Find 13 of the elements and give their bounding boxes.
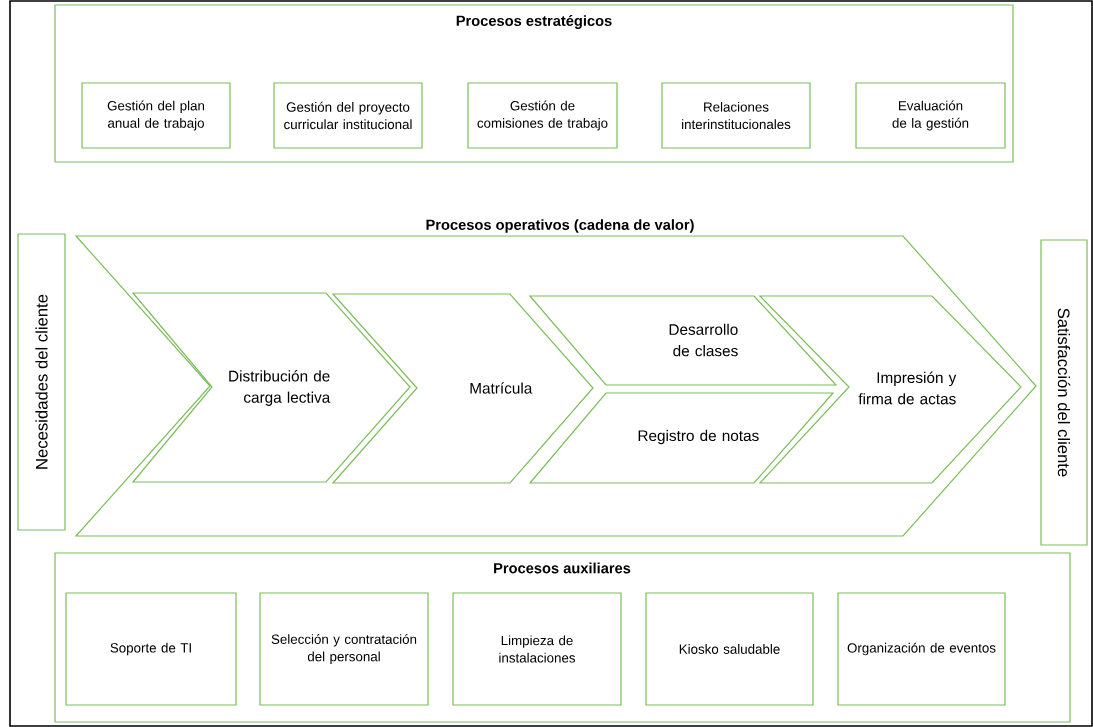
- customer-box: Satisfacción del cliente: [1040, 239, 1088, 546]
- node-label: Procesos operativos (cadena de valor): [426, 219, 694, 233]
- process-box: Relaciones interinstitucionales: [661, 82, 811, 149]
- process-box: Gestión del plan anual de trabajo: [81, 82, 231, 149]
- process-box: Limpieza de instalaciones: [452, 592, 622, 706]
- process-box: Kiosko saludable: [645, 592, 814, 706]
- process-box: Evaluación de la gestión: [855, 82, 1006, 149]
- customer-box: Necesidades del cliente: [17, 233, 66, 531]
- process-box: Soporte de TI: [65, 592, 237, 706]
- process-box: Gestión de comisiones de trabajo: [467, 82, 618, 149]
- process-box: Organización de eventos: [837, 592, 1006, 706]
- process-box: Gestión del proyecto curricular institucional: [273, 82, 423, 149]
- process-box: Selección y contratación del personal: [259, 592, 429, 706]
